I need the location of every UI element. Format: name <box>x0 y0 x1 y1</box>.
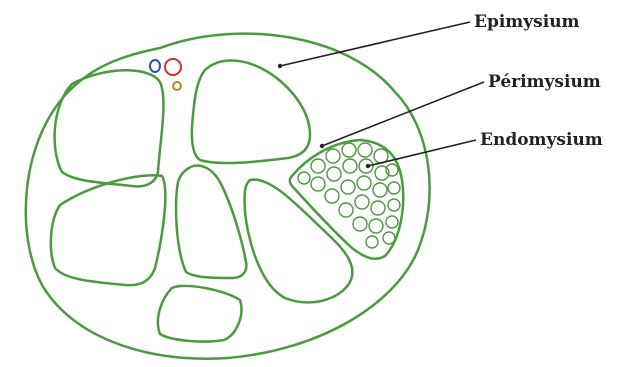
epimysium-leader-dot <box>278 64 282 68</box>
muscle-fiber <box>325 189 339 203</box>
muscle-fiber <box>373 183 387 197</box>
epimysium-label: Epimysium <box>474 12 580 32</box>
endomysium-leader-line <box>368 140 476 166</box>
fascicle-left <box>51 175 165 285</box>
nerve-orange <box>173 82 181 90</box>
endomysium-label: Endomysium <box>480 130 603 150</box>
muscle-fiber <box>388 182 400 194</box>
muscle-fiber <box>369 219 383 233</box>
muscle-fiber <box>327 167 341 181</box>
muscle-fiber <box>355 195 369 209</box>
muscle-fiber <box>357 176 371 190</box>
muscle-fiber <box>341 180 355 194</box>
muscle-fiber <box>383 232 395 244</box>
muscle-fiber <box>326 149 340 163</box>
perimysium-leader-line <box>322 82 484 146</box>
fascicle-center <box>176 166 246 278</box>
fascicle-right <box>245 180 353 303</box>
fascicle-with-fibers <box>290 140 403 259</box>
muscle-fiber <box>366 236 378 248</box>
muscle-fiber <box>386 216 398 228</box>
blood-vessel-red <box>165 59 181 75</box>
muscle-fiber <box>342 143 356 157</box>
muscle-fiber <box>339 203 353 217</box>
blood-vessel-blue <box>150 60 160 72</box>
muscle-fiber <box>371 201 385 215</box>
epimysium-leader-line <box>280 22 470 66</box>
endomysium-leader-dot <box>366 164 370 168</box>
fascicle-top-center <box>192 60 310 163</box>
muscle-fiber <box>298 172 310 184</box>
muscle-fiber <box>388 199 400 211</box>
muscle-fiber <box>358 143 372 157</box>
muscle-fibers <box>298 143 400 248</box>
perimysium-leader-dot <box>320 144 324 148</box>
muscle-fiber <box>353 217 367 231</box>
perimysium-label: Périmysium <box>488 72 601 92</box>
muscle-fiber <box>311 159 325 173</box>
fascicle-bottom <box>158 286 241 342</box>
muscle-fiber <box>311 177 325 191</box>
muscle-fiber <box>343 159 357 173</box>
